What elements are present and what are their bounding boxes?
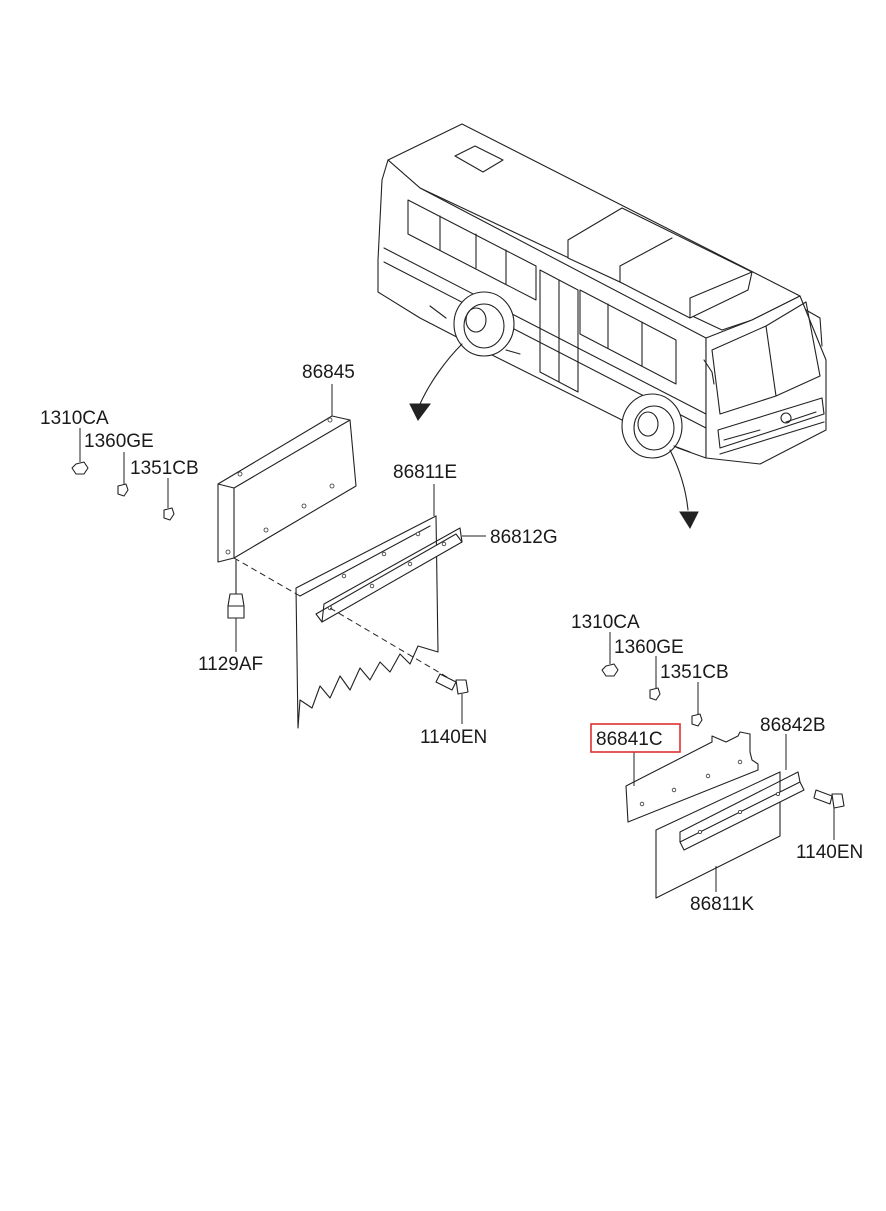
bus-illustration: [377, 123, 827, 465]
label-86811k[interactable]: 86811K: [690, 894, 754, 915]
right-assembly: [601, 632, 845, 899]
label-1360ge-left[interactable]: 1360GE: [84, 431, 154, 452]
arrow-to-rear-flap: [409, 343, 463, 421]
left-assembly: [71, 384, 486, 729]
label-1360ge-right[interactable]: 1360GE: [614, 637, 684, 658]
label-86811e[interactable]: 86811E: [393, 462, 457, 483]
arrow-to-front-flap: [669, 449, 699, 530]
label-1310ca-left[interactable]: 1310CA: [40, 408, 109, 429]
label-86841c[interactable]: 86841C: [596, 729, 663, 750]
label-1140en-right[interactable]: 1140EN: [796, 842, 863, 863]
label-1351cb-right[interactable]: 1351CB: [660, 662, 729, 683]
label-1351cb-left[interactable]: 1351CB: [130, 458, 199, 479]
label-86845[interactable]: 86845: [302, 362, 355, 383]
label-86812g[interactable]: 86812G: [490, 527, 558, 548]
highlight-box: [590, 723, 681, 753]
label-1140en-left[interactable]: 1140EN: [420, 727, 487, 748]
label-86842b[interactable]: 86842B: [760, 715, 826, 736]
label-1310ca-right[interactable]: 1310CA: [571, 612, 640, 633]
label-1129af[interactable]: 1129AF: [198, 654, 263, 675]
